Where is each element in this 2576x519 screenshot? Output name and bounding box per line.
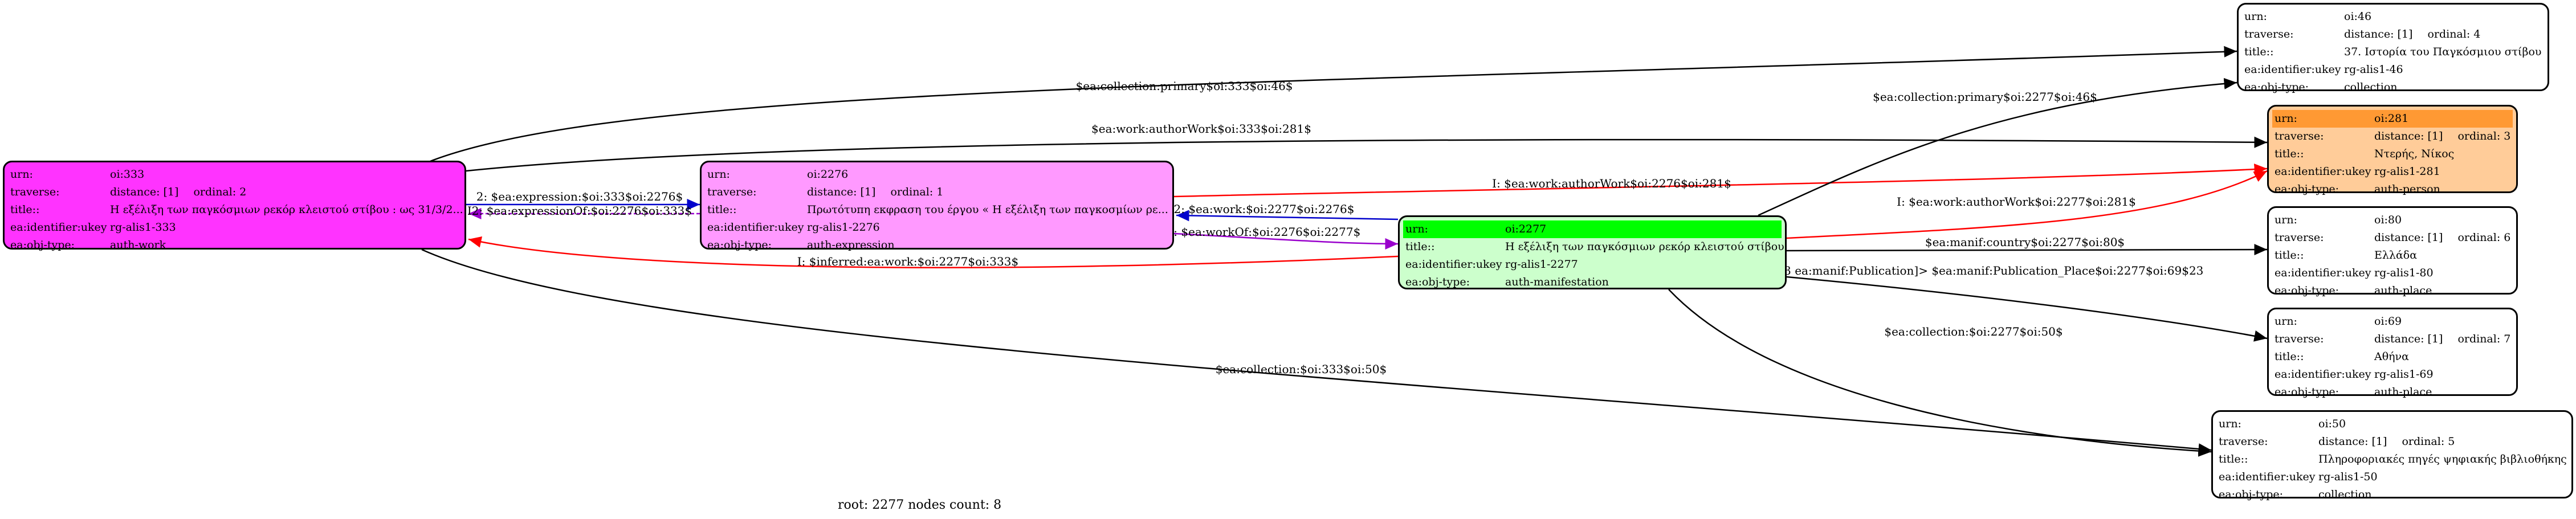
- edge-manifestation-to-collection46: [1758, 77, 2237, 216]
- edge-label-work-collection50: $ea:collection:$oi:333$oi:50$: [1216, 362, 1387, 376]
- node-row-objtype: ea:obj-type:auth-manifestation: [1405, 276, 1609, 288]
- node-row-title: title::Ελλάδα: [2275, 249, 2418, 261]
- node-row-traverse: traverse:distance: [1]ordinal: 5: [2219, 435, 2455, 448]
- edge-manifestation-to-expression: [1176, 210, 1399, 222]
- node-place-69[interactable]: urn:oi:69 traverse:distance: [1]ordinal:…: [2267, 308, 2518, 398]
- edge-work-to-person281: [466, 136, 2268, 172]
- node-work[interactable]: urn:oi:333 traverse:distance: [1]ordinal…: [3, 161, 466, 251]
- edge-label-manifestation-collection46: $ea:collection:primary$oi:2277$oi:46$: [1873, 90, 2097, 104]
- node-row-urn: urn:oi:333: [10, 168, 145, 181]
- node-row-title: title::Πληροφοριακές πηγές ψηφιακής βιβλ…: [2219, 453, 2567, 465]
- node-row-traverse: traverse:distance: [1]ordinal: 4: [2244, 28, 2481, 40]
- node-row-traverse: traverse:distance: [1]ordinal: 2: [10, 186, 247, 198]
- edge-label-work-person281: $ea:work:authorWork$oi:333$oi:281$: [1091, 122, 1311, 136]
- edge-label-manifestation-person281: I: $ea:work:authorWork$oi:2277$oi:281$: [1897, 195, 2136, 209]
- node-row-urn: urn:oi:50: [2219, 418, 2346, 430]
- node-row-title: title::Ντερής, Νίκος: [2275, 148, 2455, 160]
- edge-label-manifestation-place69: [23 ea:manif:Publication]> $ea:manif:Pub…: [1772, 264, 2204, 277]
- edge-manifestation-to-work-inferred: [468, 236, 1399, 268]
- node-row-traverse: traverse:distance: [1]ordinal: 6: [2275, 231, 2511, 244]
- node-row-title: title::37. Ιστορία του Παγκόσμιου στίβου: [2244, 46, 2542, 58]
- node-row-objtype: ea:obj-type:auth-person: [2275, 183, 2440, 195]
- edge-label-work-collection46: $ea:collection:primary$oi:333$oi:46$: [1075, 79, 1293, 93]
- node-manifestation[interactable]: urn:oi:2277 title::Η εξέλιξη των παγκόσμ…: [1398, 215, 1787, 289]
- node-row-traverse: traverse:distance: [1]ordinal: 7: [2275, 333, 2511, 345]
- node-row-title: title::Η εξέλιξη των παγκόσμιων ρεκόρ κλ…: [10, 203, 463, 216]
- node-row-urn: urn:oi:80: [2275, 214, 2402, 226]
- node-row-objtype: ea:obj-type:collection: [2244, 81, 2398, 93]
- node-row-objtype: ea:obj-type:auth-place: [2275, 386, 2432, 398]
- edge-expression-to-manifestation: [1173, 232, 1399, 250]
- edge-label-manifestation-work-inferred: I: $inferred:ea:work:$oi:2277$oi:333$: [797, 255, 1018, 268]
- node-row-title: title::Η εξέλιξη των παγκόσμιων ρεκόρ κλ…: [1405, 240, 1784, 253]
- edge-label-manifestation-expression: 2: $ea:work:$oi:2277$oi:2276$: [1174, 202, 1355, 216]
- node-row-objtype: ea:obj-type:auth-expression: [707, 239, 895, 251]
- graph-footer: root: 2277 nodes count: 8: [838, 498, 1002, 512]
- edge-label-expression-person281: I: $ea:work:authorWork$oi:2276$oi:281$: [1492, 177, 1731, 190]
- edge-work-to-collection46: [430, 46, 2237, 162]
- node-person-281[interactable]: urn:oi:281 traverse:distance: [1]ordinal…: [2267, 105, 2518, 195]
- node-row-urn: urn:oi:281: [2272, 110, 2513, 128]
- edge-manifestation-to-collection50: [1668, 289, 2212, 457]
- edge-manifestation-to-person281: [1786, 170, 2268, 239]
- node-place-80[interactable]: urn:oi:80 traverse:distance: [1]ordinal:…: [2267, 206, 2518, 297]
- edge-expression-to-person281: [1173, 164, 2268, 198]
- node-row-objtype: ea:obj-type:auth-work: [10, 239, 166, 251]
- node-row-urn: urn:oi:69: [2275, 315, 2402, 328]
- node-row-objtype: ea:obj-type:collection: [2219, 488, 2372, 501]
- node-row-objtype: ea:obj-type:auth-place: [2275, 284, 2432, 297]
- node-expression[interactable]: urn:oi:2276 traverse:distance: [1]ordina…: [700, 161, 1174, 251]
- node-row-urn: urn:oi:2276: [707, 168, 849, 181]
- node-row-traverse: traverse:distance: [1]ordinal: 3: [2275, 130, 2511, 142]
- edge-label-manifestation-collection50: $ea:collection:$oi:2277$oi:50$: [1884, 325, 2063, 338]
- edge-label-manifestation-place80: $ea:manif:country$oi:2277$oi:80$: [1925, 235, 2125, 249]
- node-row-title: title::Αθήνα: [2275, 350, 2409, 363]
- node-row-urn: urn:oi:46: [2244, 10, 2372, 23]
- node-row-traverse: traverse:distance: [1]ordinal: 1: [707, 186, 944, 198]
- node-collection-50[interactable]: urn:oi:50 traverse:distance: [1]ordinal:…: [2211, 410, 2573, 501]
- node-row-title: title::Πρωτότυπη εκφραση του έργου « Η ε…: [707, 203, 1168, 216]
- edge-work-to-collection50: [421, 248, 2212, 455]
- edge-manifestation-to-place80: [1786, 244, 2268, 256]
- edge-manifestation-to-place69: [1786, 276, 2268, 342]
- node-row-urn: urn:oi:2277: [1403, 220, 1782, 238]
- node-collection-46[interactable]: urn:oi:46 traverse:distance: [1]ordinal:…: [2237, 3, 2549, 93]
- edge-label-expression-manifestation: I2: $ea:workOf:$oi:2276$oi:2277$: [1162, 225, 1361, 239]
- edge-label-expression-work: I2: $ea:expressionOf:$oi:2276$oi:333$: [467, 204, 692, 218]
- edge-label-work-expression: 2: $ea:expression:$oi:333$oi:2276$: [476, 190, 683, 203]
